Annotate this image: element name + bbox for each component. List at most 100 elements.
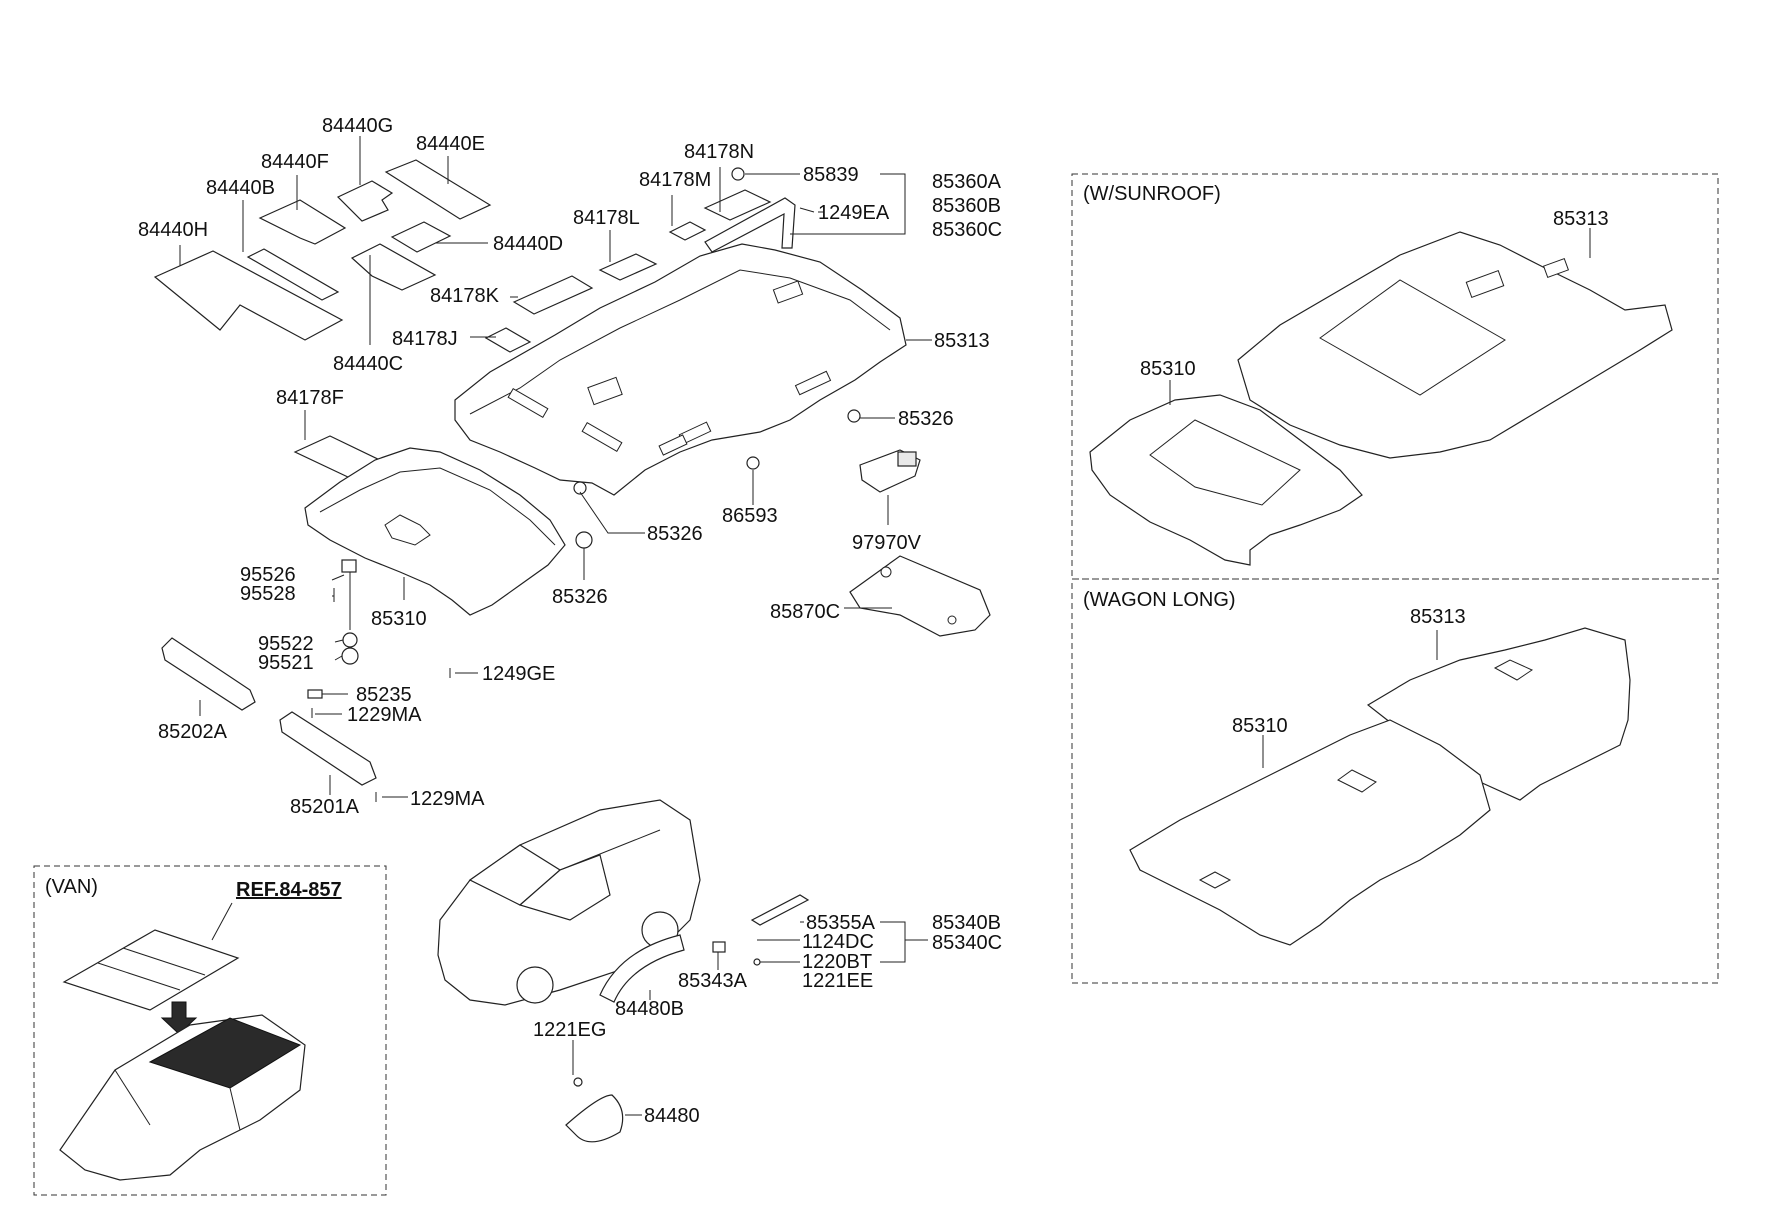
van-title: (VAN) (45, 876, 98, 898)
clip-85326-c (847, 409, 861, 423)
label-95526: 95526 (240, 564, 296, 586)
label-84178m: 84178M (639, 169, 711, 191)
strip-84178k (512, 275, 594, 315)
sunroof-title: (W/SUNROOF) (1083, 183, 1221, 205)
pad-84440c (350, 243, 437, 291)
van-variant-panel: (VAN) REF.84-857 (33, 865, 387, 1196)
strip-84178n (703, 189, 772, 221)
clip-85326-b (575, 531, 593, 549)
pad-84440g (336, 180, 394, 222)
fasteners (449, 167, 861, 678)
visor-lamp-95526 (341, 559, 357, 573)
label-84178n: 84178N (684, 141, 754, 163)
label-97970v: 97970V (852, 532, 922, 554)
pad-84440d (390, 221, 452, 253)
label-85870c: 85870C (770, 601, 840, 623)
label-84480: 84480 (644, 1105, 700, 1127)
label-1229ma-lower: 1229MA (410, 788, 485, 810)
label-84440e: 84440E (416, 133, 485, 155)
label-84440b: 84440B (206, 177, 275, 199)
grip-85360 (704, 197, 796, 253)
clip-86593 (746, 456, 760, 470)
pad-84440f (258, 199, 347, 245)
wagon-front-opening (1337, 769, 1377, 793)
label-85343a: 85343A (678, 970, 748, 992)
sun-visor-85201a (279, 711, 377, 786)
label-84178f: 84178F (276, 387, 344, 409)
wagon-long-title: (WAGON LONG) (1083, 589, 1236, 611)
label-1221eg: 1221EG (533, 1019, 606, 1041)
label-85340b: 85340B (932, 912, 1001, 934)
clip-85326-a (573, 481, 587, 495)
grip-84480 (565, 1094, 624, 1143)
visor-clip-95522 (342, 632, 358, 648)
sun-visor-parts (161, 559, 377, 802)
label-84440g: 84440G (322, 115, 393, 137)
label-1220bt: 1220BT (802, 951, 872, 973)
label-84480b: 84480B (615, 998, 684, 1020)
label-85360a: 85360A (932, 171, 1002, 193)
van-illustration (437, 799, 701, 1006)
label-85313: 85313 (934, 330, 990, 352)
label-84178j: 84178J (392, 328, 458, 350)
van-reference: REF.84-857 (236, 879, 342, 901)
visor-clip-95521 (341, 647, 359, 665)
pad-84440e (384, 159, 492, 220)
screw-1249ea (799, 207, 815, 213)
label-84440h: 84440H (138, 219, 208, 241)
holder-85235 (307, 689, 323, 699)
label-84440d: 84440D (493, 233, 563, 255)
label-84178k: 84178K (430, 285, 500, 307)
wagon-label-85310: 85310 (1232, 715, 1288, 737)
assist-grips (565, 894, 810, 1143)
dome-light-opening (587, 376, 623, 406)
label-85202a: 85202A (158, 721, 228, 743)
sunroof-label-85310: 85310 (1140, 358, 1196, 380)
van-box (33, 865, 387, 1196)
console-opening (384, 514, 431, 546)
label-1249ea: 1249EA (818, 202, 890, 224)
strip-84178m (668, 221, 707, 241)
insulation-pads (153, 159, 492, 341)
label-1124dc: 1124DC (802, 931, 874, 953)
label-84178l: 84178L (573, 207, 640, 229)
headlining-rear-body (454, 243, 907, 496)
front-sunroof-opening (1149, 419, 1301, 506)
label-85310: 85310 (371, 608, 427, 630)
sunroof-label-85313: 85313 (1553, 208, 1609, 230)
label-95521: 95521 (258, 652, 314, 674)
cap-85343a (712, 941, 726, 953)
label-85360b: 85360B (932, 195, 1001, 217)
strip-84178j (484, 327, 532, 353)
rear-headlining-85313 (454, 243, 907, 496)
label-84440c: 84440C (333, 353, 403, 375)
sun-visor-85202a (161, 637, 256, 711)
label-84440f: 84440F (261, 151, 329, 173)
label-85360c: 85360C (932, 219, 1002, 241)
part-labels: 84440G 84440E 84440F 84440B 84440H 84440… (138, 115, 1002, 1127)
strip-84178l (598, 253, 658, 281)
label-85235: 85235 (356, 684, 412, 706)
label-85355a: 85355A (806, 912, 876, 934)
label-95522: 95522 (258, 633, 314, 655)
label-86593: 86593 (722, 505, 778, 527)
van-roof-area (148, 1017, 302, 1089)
label-1229ma-upper: 1229MA (347, 704, 422, 726)
leader-lines (179, 136, 932, 1116)
clip-85839 (731, 167, 745, 181)
label-85340c: 85340C (932, 932, 1002, 954)
wagon-label-85313: 85313 (1410, 606, 1466, 628)
front-headlining-85310 (304, 447, 566, 616)
pad-84440b (246, 248, 340, 301)
label-85326-low: 85326 (552, 586, 608, 608)
headlining-front-body (304, 447, 566, 616)
sunroof-opening (1319, 279, 1506, 396)
room-lamp-97970v (859, 449, 921, 493)
van-front-wheel (516, 966, 554, 1004)
label-85839: 85839 (803, 164, 859, 186)
wagon-rear-opening (1493, 659, 1534, 681)
pad-84440h (153, 250, 344, 341)
label-85326-right: 85326 (898, 408, 954, 430)
wagon-long-variant-panel: (WAGON LONG) 85313 85310 (1071, 578, 1719, 984)
